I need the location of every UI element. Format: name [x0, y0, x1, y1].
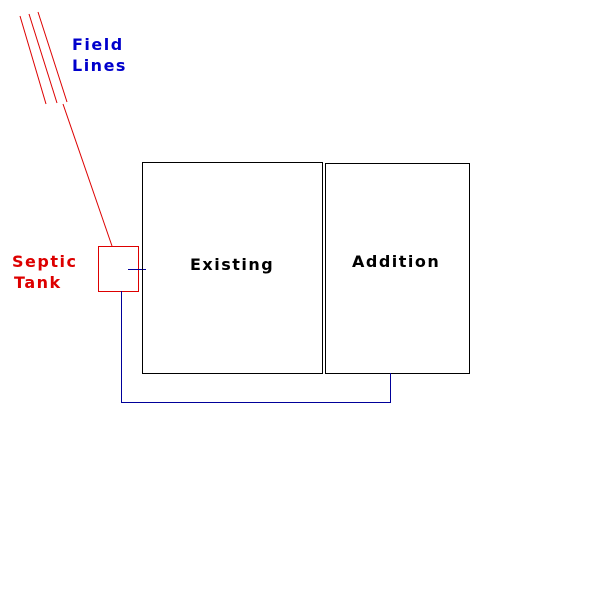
field-lines-label-line1: Field — [72, 35, 124, 54]
field-line-3 — [37, 11, 68, 103]
field-line-2 — [28, 13, 58, 104]
existing-building — [142, 162, 323, 374]
field-line-1 — [19, 15, 47, 105]
addition-label: Addition — [352, 252, 440, 271]
addition-building — [325, 163, 470, 374]
existing-label: Existing — [190, 255, 274, 274]
septic-tank-label-line2: Tank — [14, 273, 62, 292]
field-lines — [19, 11, 68, 105]
septic-tank-label-line1: Septic — [12, 252, 77, 271]
field-to-tank-pipe — [62, 103, 113, 247]
field-lines-label-line2: Lines — [72, 56, 127, 75]
addition-to-tank-pipe — [121, 291, 391, 403]
